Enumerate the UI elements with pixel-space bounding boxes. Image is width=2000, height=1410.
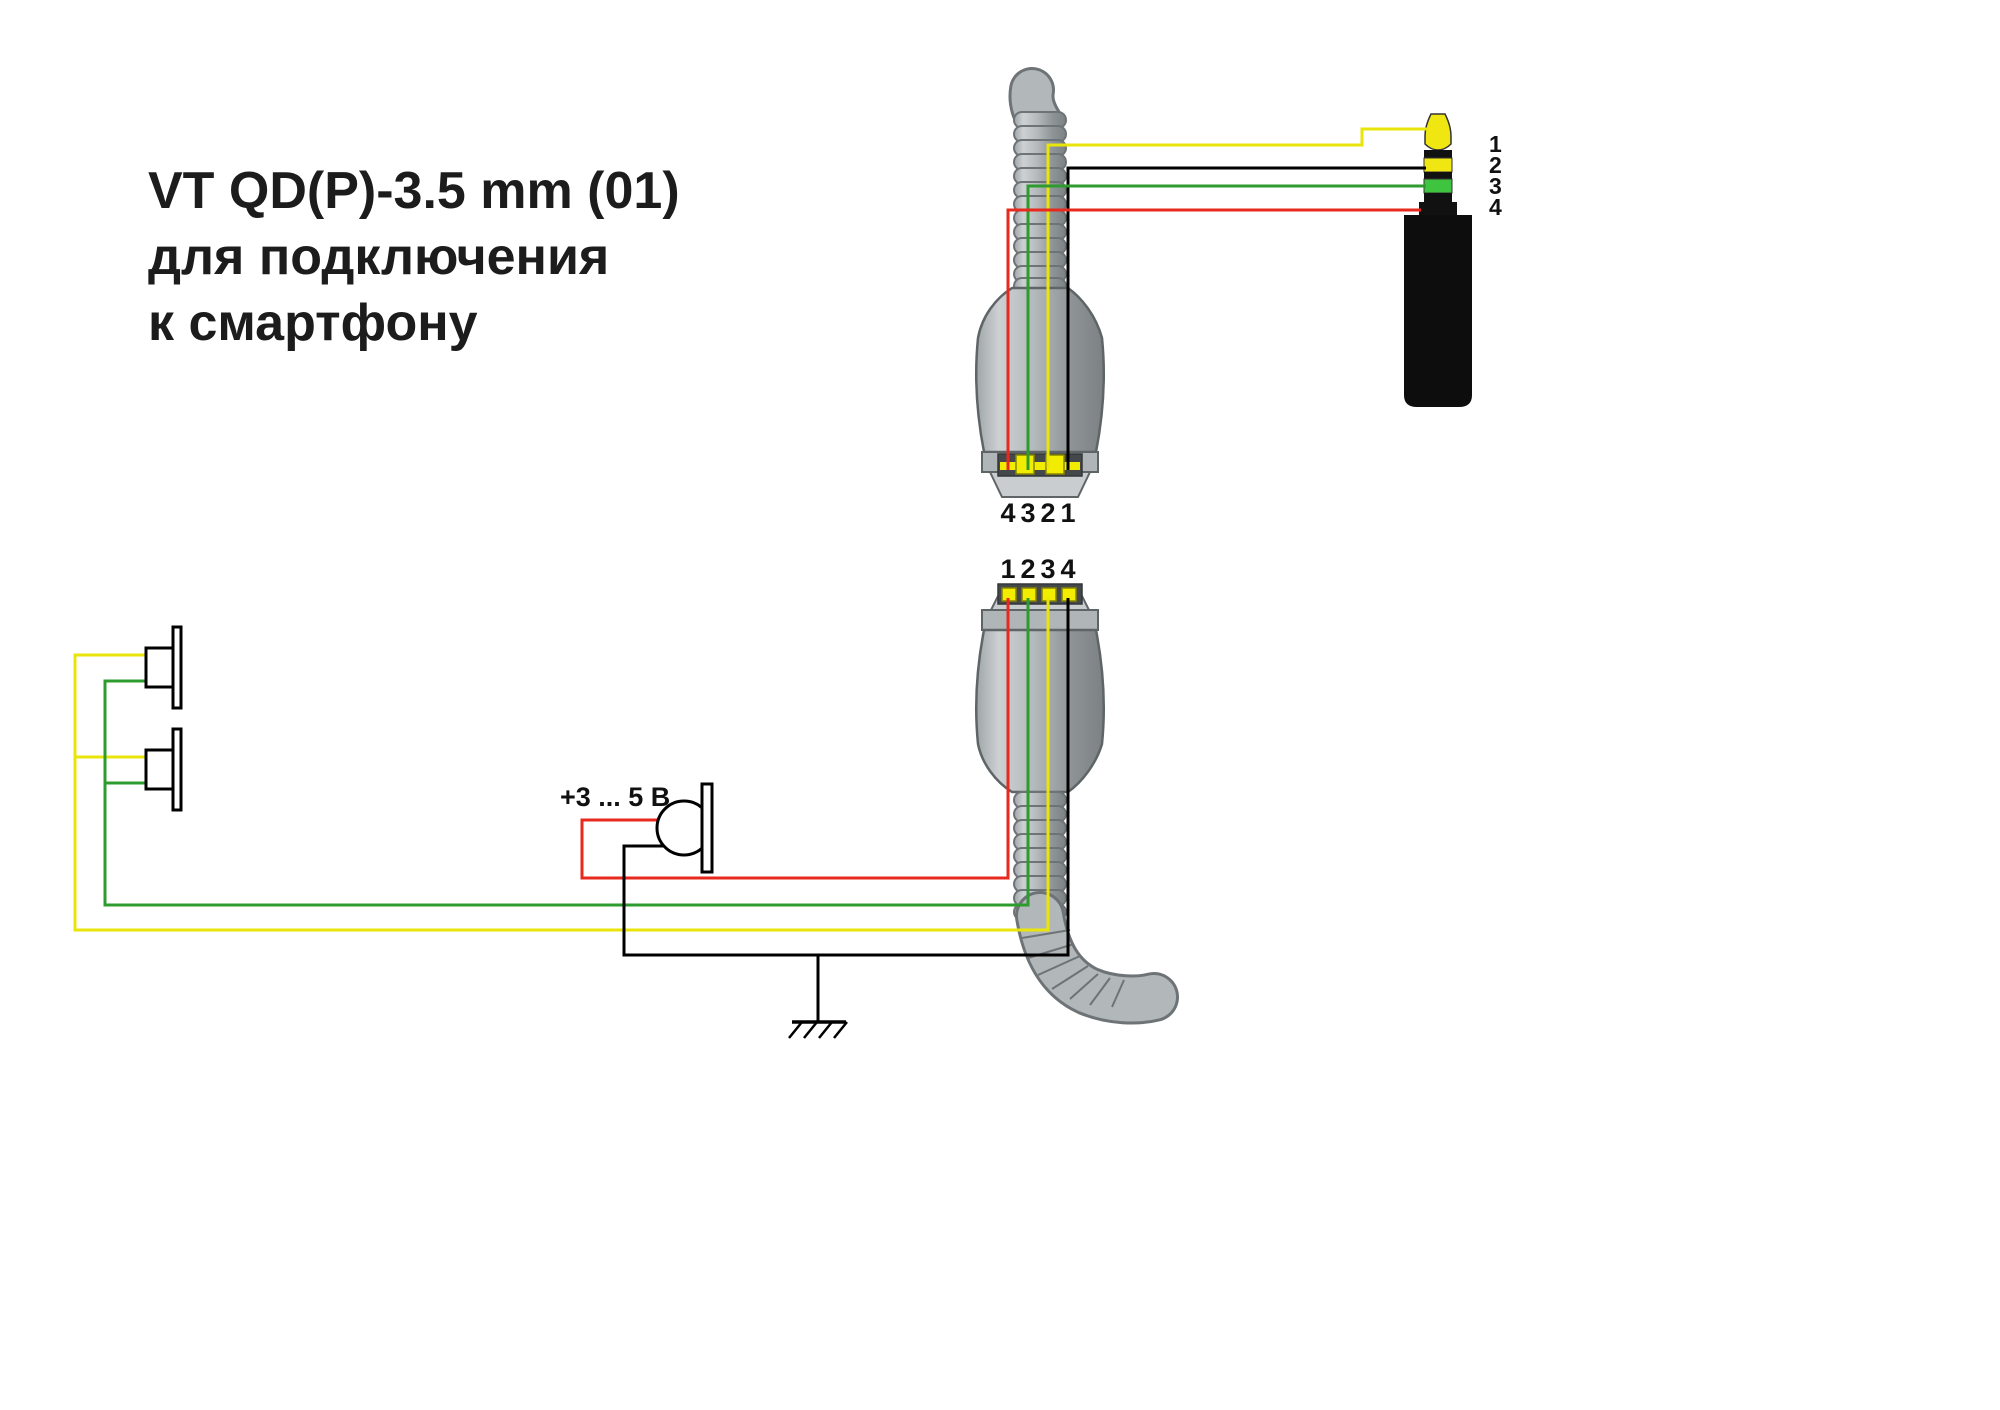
contact-slot-bottom: [997, 583, 1083, 605]
ground-hatch: [788, 1021, 848, 1039]
microphone: [655, 782, 714, 874]
speaker-2: [144, 727, 183, 812]
jack-pin-label-2: 2: [1489, 152, 1502, 178]
wire-red-top: [1006, 208, 1421, 470]
qd-bottom-pin-label-2: 2: [1020, 554, 1035, 584]
qd-top-pin-label-3: 3: [1020, 498, 1035, 528]
mic-diaphragm-plate: [700, 782, 714, 874]
plug-ring-2: [1423, 157, 1453, 173]
wire-red-mic: [580, 598, 1010, 880]
ground-symbol: [788, 1020, 848, 1039]
plug-body: [1404, 215, 1472, 407]
speaker-1: [144, 625, 183, 710]
plug-separator-2: [1424, 172, 1452, 179]
qd-bottom-pin-label-3: 3: [1040, 554, 1055, 584]
wire-green-top: [1026, 184, 1426, 470]
trrs-plug: 1 2 3 4: [1404, 113, 1502, 407]
wire-yellow-top: [1046, 127, 1427, 468]
qd-bottom-pin-label-1: 1: [1000, 554, 1015, 584]
title-line-3: к смартфону: [148, 294, 478, 352]
speaker-1-diaphragm: [171, 625, 183, 710]
wire-yellow-speakers: [73, 598, 1050, 932]
corrugated-cable-top: [1013, 111, 1067, 295]
qd-top-pin-labels: 4 3 2 1: [1000, 498, 1075, 528]
jack-pin-label-4: 4: [1489, 194, 1502, 220]
title-line-1: VT QD(P)-3.5 mm (01): [148, 162, 680, 220]
speaker-2-diaphragm: [171, 727, 183, 812]
connector-body-top: [974, 286, 1106, 454]
contact-tab-top-a: [1015, 454, 1035, 475]
jack-pin-label-3: 3: [1489, 173, 1502, 199]
qd-bottom-pin-label-4: 4: [1060, 554, 1075, 584]
wire-black-top: [1066, 166, 1426, 470]
speaker-2-magnet: [144, 748, 175, 791]
contact-strip-top: [1000, 462, 1080, 470]
qd-top-pin-label-4: 4: [1000, 498, 1015, 528]
title-line-2: для подключения: [148, 228, 609, 286]
speaker-1-magnet: [144, 646, 175, 689]
qd-top-pin-label-1: 1: [1060, 498, 1075, 528]
plug-ring-3: [1423, 178, 1453, 194]
connector-collar-bottom: [981, 609, 1099, 631]
plug-tip: [1424, 113, 1452, 151]
plug-separator-3: [1424, 193, 1452, 202]
wire-black-mic-ground: [622, 598, 1070, 957]
qd-connector-bottom: [974, 583, 1179, 1025]
cable-curve-ribs: [1021, 929, 1125, 1008]
connector-body-bottom: [974, 628, 1106, 794]
cable-curve-bottom: [1018, 894, 1176, 1022]
qd-connector-top: [974, 67, 1106, 498]
mic-voltage-label: +3 ... 5 В: [560, 782, 670, 812]
qd-top-pin-label-2: 2: [1040, 498, 1055, 528]
plug-separator-1: [1424, 150, 1452, 158]
plug-collar: [1419, 202, 1457, 215]
qd-bottom-pin-labels: 1 2 3 4: [1000, 554, 1075, 584]
jack-pin-label-1: 1: [1489, 131, 1502, 157]
contact-tab-top-b: [1045, 454, 1065, 475]
wire-green-speakers: [103, 598, 1030, 907]
